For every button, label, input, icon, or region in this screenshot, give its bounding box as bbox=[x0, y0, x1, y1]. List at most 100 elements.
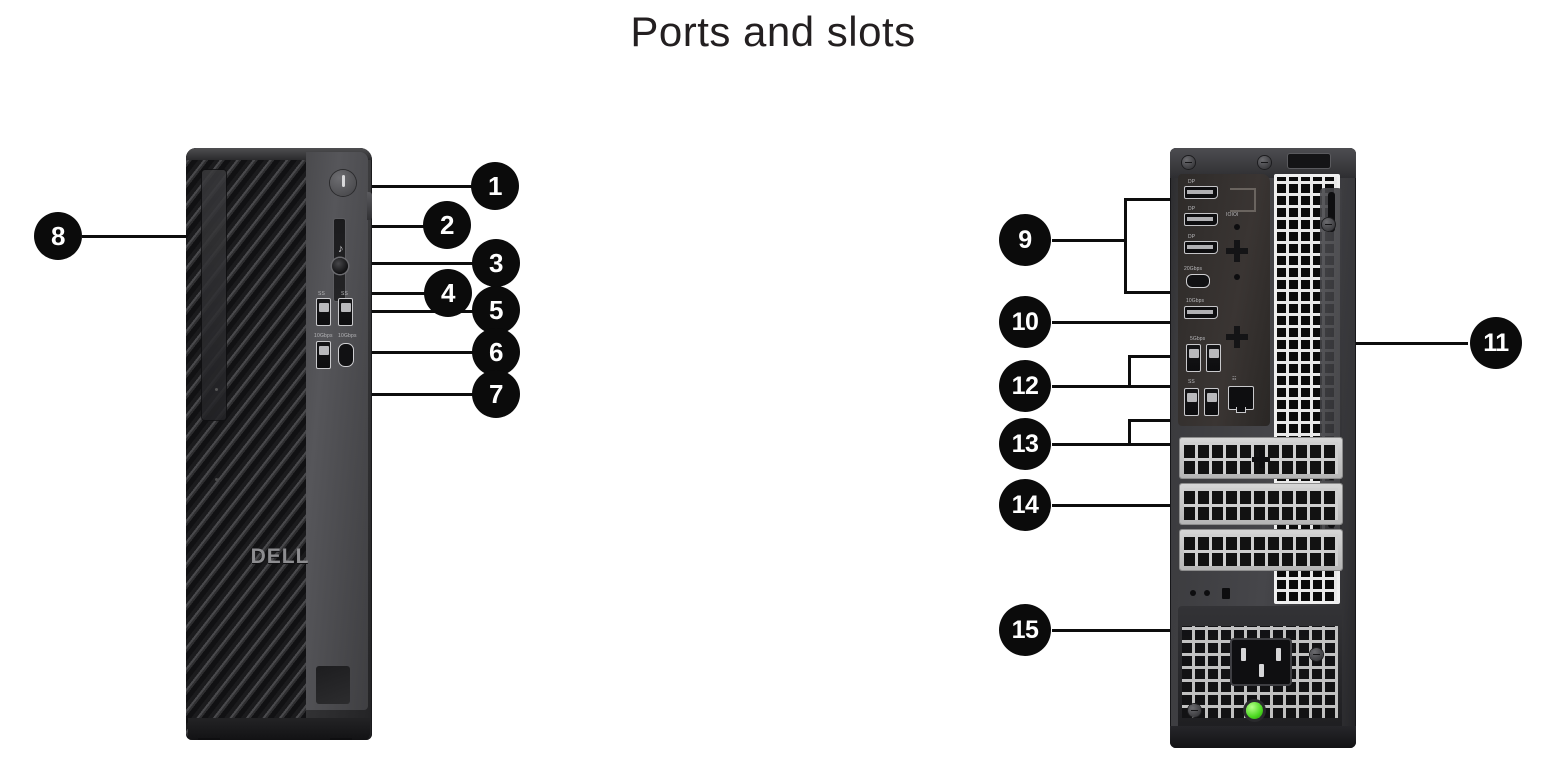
headset-jack[interactable] bbox=[332, 258, 348, 274]
dp-label-3: DP bbox=[1188, 234, 1196, 240]
dell-logo: DELL bbox=[250, 545, 310, 568]
psu-screw-left bbox=[1188, 704, 1201, 717]
dp-label-4: 10Gbps bbox=[1186, 298, 1205, 304]
expansion-slot-holes-2 bbox=[1184, 488, 1338, 520]
chassis-indicator-dot-1 bbox=[1190, 590, 1196, 596]
callout-badge-5[interactable]: 5 bbox=[472, 286, 520, 334]
usbc-label-right: 10Gbps bbox=[338, 333, 357, 339]
psu-diagnostic-led bbox=[1246, 702, 1263, 719]
leader-bracket-12-top bbox=[1128, 355, 1186, 358]
rear-handle-slot bbox=[1288, 154, 1330, 168]
expansion-slot-3[interactable] bbox=[1180, 530, 1342, 570]
expansion-slot-cross bbox=[1252, 450, 1270, 468]
leader-line-6 bbox=[346, 351, 476, 354]
front-base-foot bbox=[188, 718, 370, 740]
page-title: Ports and slots bbox=[630, 8, 916, 55]
leader-line-12 bbox=[1052, 385, 1188, 388]
rear-screw-left bbox=[1182, 156, 1195, 169]
rear-thumbscrew[interactable] bbox=[1322, 218, 1335, 231]
displayport-4[interactable] bbox=[1184, 306, 1218, 319]
io-knockout-cross-lower bbox=[1226, 326, 1248, 348]
leader-line-5 bbox=[341, 310, 475, 313]
callout-badge-9[interactable]: 9 bbox=[999, 214, 1051, 266]
chassis-indicator-dot-2 bbox=[1204, 590, 1210, 596]
rear-screw-mid bbox=[1258, 156, 1271, 169]
io-corner-bracket bbox=[1230, 188, 1256, 212]
io-knockout-dot-lower bbox=[1234, 274, 1240, 280]
panel-screw-dot bbox=[215, 388, 218, 391]
leader-bracket-13-spine bbox=[1128, 419, 1131, 444]
expansion-slot-2[interactable] bbox=[1180, 484, 1342, 524]
callout-badge-8[interactable]: 8 bbox=[34, 212, 82, 260]
expansion-card-slots[interactable] bbox=[1180, 438, 1342, 478]
leader-line-10 bbox=[1052, 321, 1186, 324]
front-badge-plate bbox=[316, 666, 350, 704]
serial-port-label: IOIOI bbox=[1226, 212, 1239, 218]
usb-c-port[interactable] bbox=[338, 343, 354, 367]
callout-badge-6[interactable]: 6 bbox=[472, 328, 520, 376]
network-port[interactable] bbox=[1228, 386, 1254, 413]
front-chassis: ♪ SS SS 10Gbps 10Gbps DELL bbox=[186, 148, 372, 740]
usb-a-rear-1[interactable] bbox=[1184, 388, 1199, 416]
desktop-rear-view: IOIOI DP DP DP 20Gbps 10Gbps 5Gbps SS bbox=[1170, 148, 1356, 748]
usb-a-rear-4[interactable] bbox=[1206, 344, 1221, 372]
rear-side-slot-top bbox=[1328, 192, 1335, 232]
callout-badge-13[interactable]: 13 bbox=[999, 418, 1051, 470]
dp-label-1: DP bbox=[1188, 179, 1196, 185]
power-connector-port[interactable] bbox=[1230, 638, 1292, 686]
leader-bracket-9-bottom bbox=[1124, 291, 1186, 294]
usb-a-rear-3[interactable] bbox=[1186, 344, 1201, 372]
usb-label-right: SS bbox=[341, 291, 349, 297]
io-knockout-cross-upper bbox=[1226, 240, 1248, 262]
callout-badge-4[interactable]: 4 bbox=[424, 269, 472, 317]
leader-line-1 bbox=[330, 185, 475, 188]
callout-badge-14[interactable]: 14 bbox=[999, 479, 1051, 531]
callout-badge-11[interactable]: 11 bbox=[1470, 317, 1522, 369]
callout-badge-7[interactable]: 7 bbox=[472, 370, 520, 418]
leader-line-7 bbox=[318, 393, 476, 396]
displayport-1[interactable] bbox=[1184, 186, 1218, 199]
usb-label-left: SS bbox=[318, 291, 326, 297]
leader-line-4 bbox=[319, 292, 429, 295]
usbc-rear-label: 20Gbps bbox=[1184, 266, 1203, 272]
callout-badge-3[interactable]: 3 bbox=[472, 239, 520, 287]
usb-c-port-rear[interactable] bbox=[1186, 274, 1210, 288]
power-supply-unit bbox=[1178, 606, 1342, 736]
panel-screw-dot-2 bbox=[215, 478, 218, 481]
dp-label-2: DP bbox=[1188, 206, 1196, 212]
network-icon: ☷ bbox=[1232, 376, 1237, 382]
leader-bracket-12-spine bbox=[1128, 355, 1131, 386]
psu-screw-right bbox=[1310, 648, 1323, 661]
power-button[interactable] bbox=[330, 170, 356, 196]
chassis-lock-slot bbox=[1222, 588, 1230, 599]
callout-badge-1[interactable]: 1 bbox=[471, 162, 519, 210]
displayport-3[interactable] bbox=[1184, 241, 1218, 254]
leader-line-15 bbox=[1052, 629, 1234, 632]
side-cover-panel bbox=[202, 170, 226, 420]
leader-line-13 bbox=[1052, 443, 1188, 446]
callout-badge-12[interactable]: 12 bbox=[999, 360, 1051, 412]
usb-low-label: SS bbox=[1188, 379, 1195, 385]
callout-badge-10[interactable]: 10 bbox=[999, 296, 1051, 348]
usb-a-port-upper-right[interactable] bbox=[338, 298, 353, 326]
leader-bracket-9-top bbox=[1124, 198, 1186, 201]
callout-badge-2[interactable]: 2 bbox=[423, 201, 471, 249]
rear-chassis: IOIOI DP DP DP 20Gbps 10Gbps 5Gbps SS bbox=[1170, 148, 1356, 748]
usb-a-port-lower[interactable] bbox=[316, 341, 331, 369]
usb-a-port-upper-left[interactable] bbox=[316, 298, 331, 326]
leader-bracket-13-top bbox=[1128, 419, 1186, 422]
usb-mid-label: 5Gbps bbox=[1190, 336, 1206, 342]
displayport-2[interactable] bbox=[1184, 213, 1218, 226]
expansion-slot-holes-3 bbox=[1184, 534, 1338, 566]
rear-base-foot bbox=[1170, 726, 1356, 748]
leader-line-3 bbox=[360, 262, 476, 265]
usbc-label-left: 10Gbps bbox=[314, 333, 333, 339]
leader-line-9 bbox=[1052, 239, 1126, 242]
callout-badge-15[interactable]: 15 bbox=[999, 604, 1051, 656]
leader-line-8 bbox=[82, 235, 207, 238]
rear-io-shield: IOIOI DP DP DP 20Gbps 10Gbps 5Gbps SS bbox=[1178, 174, 1270, 426]
usb-a-rear-2[interactable] bbox=[1204, 388, 1219, 416]
leader-bracket-9-spine bbox=[1124, 198, 1127, 294]
desktop-front-view: ♪ SS SS 10Gbps 10Gbps DELL bbox=[186, 148, 372, 740]
